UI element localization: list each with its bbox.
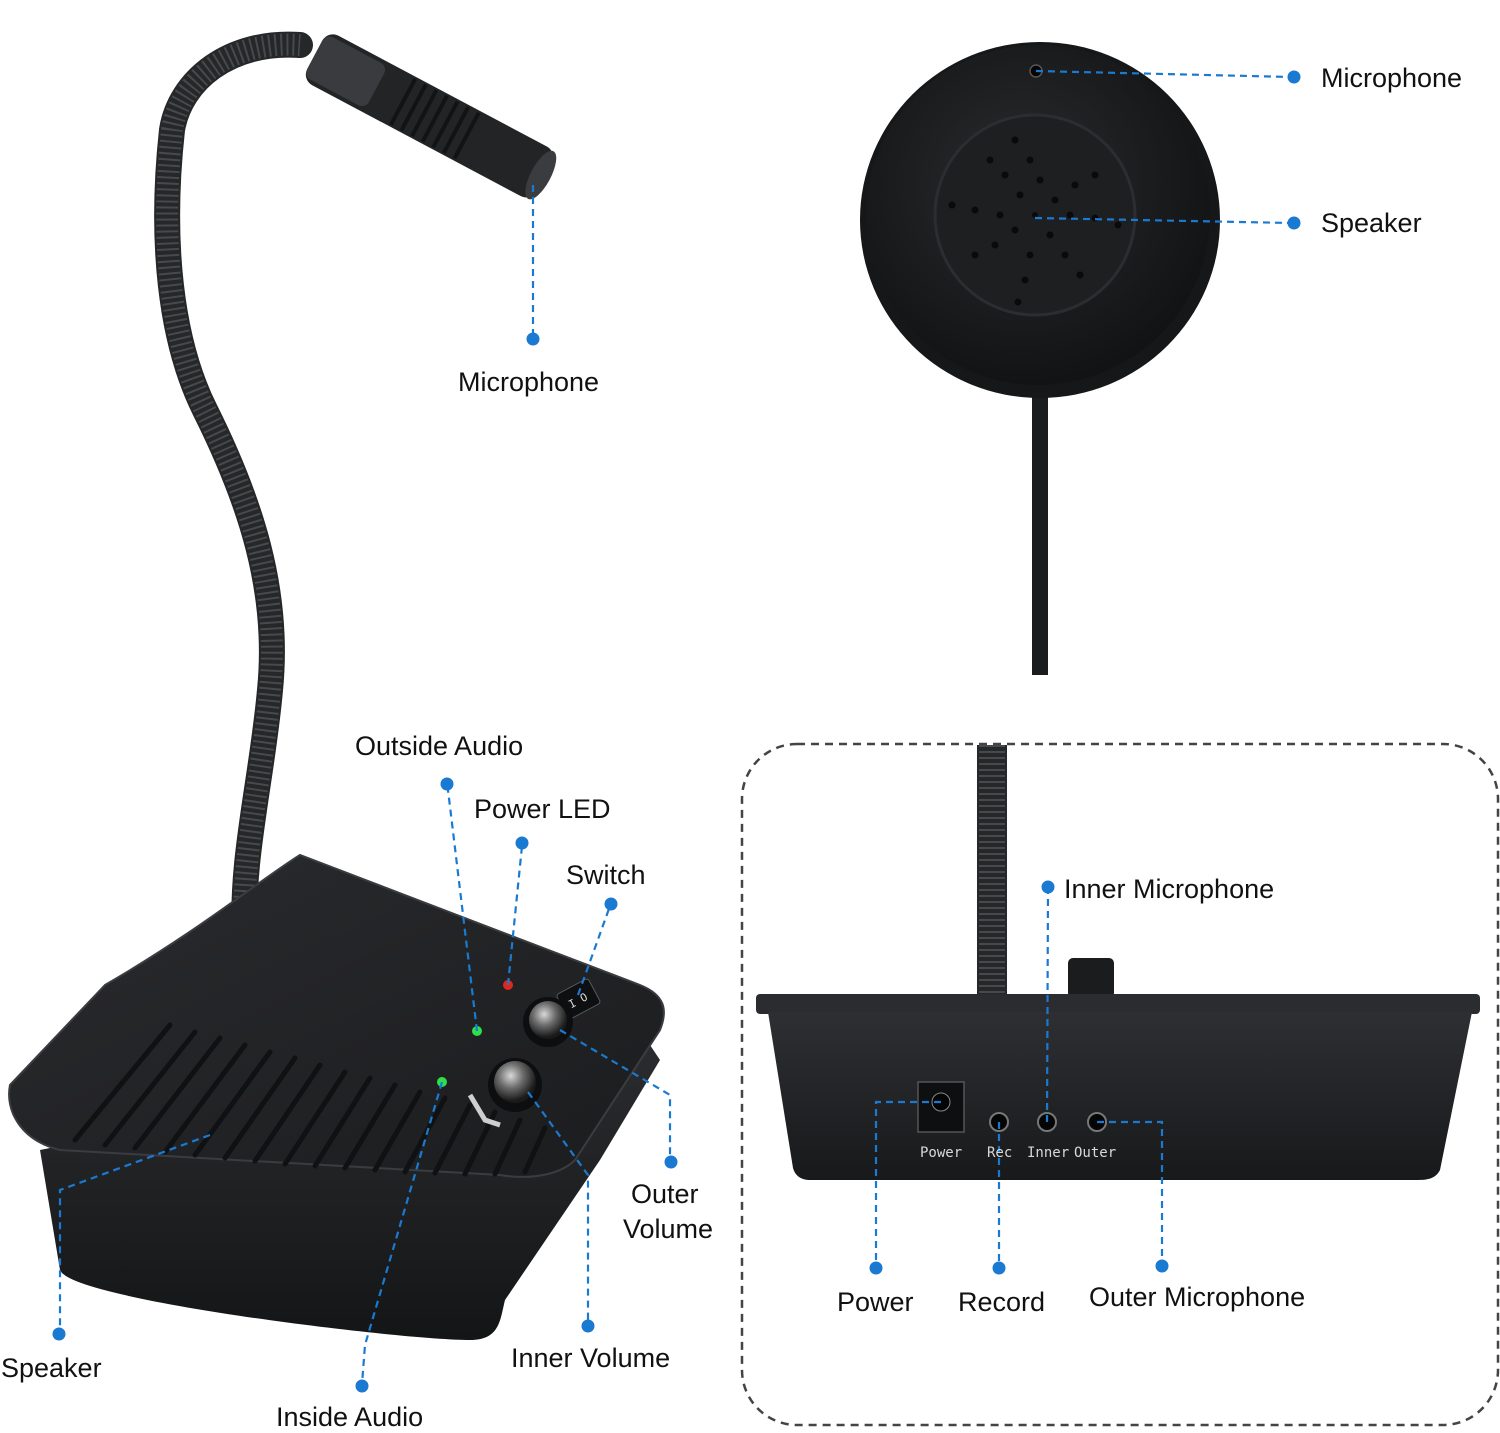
port-label-power: Power [920,1145,963,1161]
desk-intercom-device: I O [8,31,665,1340]
rear-body [768,1012,1472,1180]
label-outside-audio: Outside Audio [355,731,524,761]
outer-volume-knob [523,997,573,1047]
external-unit-cable [1032,390,1048,675]
rear-panel-frame [740,742,1500,1427]
gooseneck [154,31,313,953]
port-label-rec: Rec [987,1145,1013,1161]
svg-text:I: I [566,997,578,1012]
label-rear-power: Power [837,1287,914,1317]
label-inner-microphone: Inner Microphone [1064,874,1275,904]
label-inside-audio: Inside Audio [276,1402,424,1432]
label-external-microphone: Microphone [1321,63,1463,93]
port-label-inner: Inner [1027,1145,1070,1161]
rear-top-lip [756,994,1480,1014]
gooseneck-ribs [156,33,301,941]
label-gooseneck-microphone: Microphone [458,367,600,397]
leader-lines [52,69,1301,1393]
label-outer-volume-line2: Volume [623,1214,714,1244]
label-external-speaker: Speaker [1321,208,1422,238]
external-speaker-unit [860,42,1220,675]
label-rear-record: Record [958,1287,1046,1317]
label-outer-microphone: Outer Microphone [1089,1282,1306,1312]
rear-knob-top [1068,958,1114,998]
label-inner-volume: Inner Volume [511,1343,671,1373]
label-switch: Switch [566,860,646,890]
rear-panel-device [756,745,1480,1180]
speaker-grille [72,1022,548,1177]
label-outer-volume-line1: Outer [631,1179,699,1209]
label-power-led: Power LED [474,794,611,824]
gooseneck-mic-head [305,34,557,200]
svg-text:O: O [578,990,590,1005]
label-speaker: Speaker [1,1353,102,1383]
inner-volume-knob [488,1058,542,1112]
port-label-outer: Outer [1074,1145,1117,1161]
volume-scale-mark [467,1093,501,1128]
